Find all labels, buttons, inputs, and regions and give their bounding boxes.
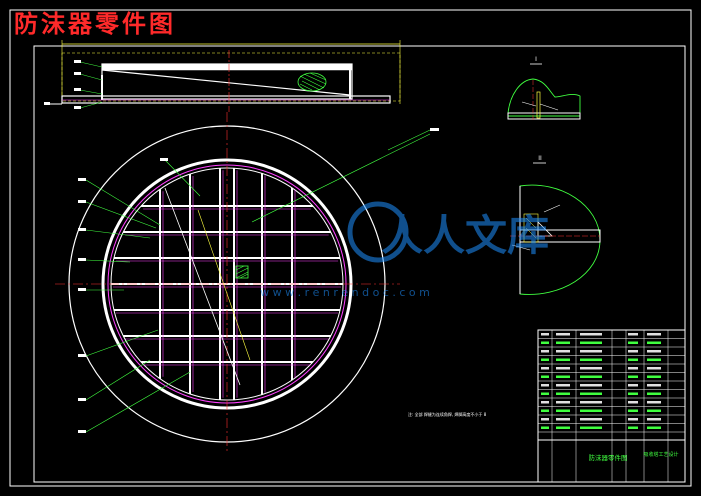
leader-lines [85,129,431,433]
title-block-cell-mark [647,392,661,395]
title-block-cell-mark [580,341,602,344]
title-block-cell-mark [541,350,549,353]
title-block-cell-mark [541,367,549,370]
title-block-cell-mark [556,358,570,361]
title-block-cell-mark [541,392,549,395]
title-block-cell-mark [541,418,549,421]
title-block-cell-mark [628,341,638,344]
title-block-cell-mark [628,384,638,387]
detail-ii-view: II [510,155,601,295]
title-block-cell-mark [580,392,602,395]
drawing-title: 防沫器零件图 [14,10,176,38]
title-block-cell-mark [556,375,570,378]
title-block-cell-mark [647,418,661,421]
title-block-cell-mark [647,375,661,378]
title-block-cell-mark [556,341,570,344]
support-ring-section [61,95,391,104]
title-block-cell-mark [628,426,638,429]
title-block-cell-mark [541,333,549,336]
detail-i-view: I [507,56,581,122]
title-block-cell-mark [647,401,661,404]
title-block-cell-mark [628,333,638,336]
title-block-cell-mark [628,350,638,353]
title-block-cell-mark [556,418,570,421]
title-block-cell-mark [647,409,661,412]
title-block-cell-mark [556,384,570,387]
title-block-cell-mark [541,401,549,404]
title-block-cell-mark [580,367,602,370]
title-block-cell-mark [580,426,602,429]
title-block-cell-mark [580,418,602,421]
watermark: 人人文库 w w w . r e n r e n d o c . c o m [260,201,549,299]
drawing-note: 注: 全部 焊缝为连续角焊, 焊脚高度不小于 8 [408,411,487,417]
title-block-cell-mark [541,426,549,429]
title-block-cell-mark [541,358,549,361]
title-block-cell-mark [628,401,638,404]
title-block-cell-mark [580,333,602,336]
title-block-cell-mark [647,333,661,336]
title-block-cell-mark [556,409,570,412]
title-block-cell-mark [647,367,661,370]
inner-border [33,45,686,483]
title-block-cell-mark [647,358,661,361]
title-block-cell-mark [628,375,638,378]
title-block-cell-mark [647,341,661,344]
title-block-cell-mark [628,392,638,395]
title-block-cell-mark [541,384,549,387]
title-block-cell-mark [580,401,602,404]
title-block-cell-mark [628,358,638,361]
title-block-cell-mark [580,375,602,378]
title-block-cell-mark [647,384,661,387]
title-block-cell-mark [541,341,549,344]
part-number-tags [78,128,439,433]
watermark-logo-text: 人人文库 [381,211,549,260]
title-block-cell-mark [628,367,638,370]
title-block-cell-mark [580,350,602,353]
title-block-cell-mark [647,426,661,429]
title-block-cell-mark [556,350,570,353]
plan-view [55,112,400,452]
title-block-cell-mark [556,367,570,370]
mesh-hatch [297,72,327,92]
elevation-view [44,40,401,112]
title-block-cell-mark [647,350,661,353]
title-block-cell-mark [628,418,638,421]
title-block-cell-mark [556,392,570,395]
title-block-project: 吸收塔工艺设计 [643,451,678,458]
title-block-cell-mark [541,375,549,378]
detail-i-label: I [535,56,537,63]
title-block-cell-mark [580,384,602,387]
detail-ii-label: II [538,155,542,162]
title-block-cell-mark [541,409,549,412]
mesh-sample [235,265,249,279]
title-block-cell-mark [556,401,570,404]
title-block-cell-mark [628,409,638,412]
outer-frame [9,9,692,487]
title-block-cell-mark [556,333,570,336]
title-block-cell-mark [556,426,570,429]
title-block-cell-mark [580,358,602,361]
title-block-drawing-name: 防沫器零件图 [589,453,628,462]
watermark-url: w w w . r e n r e n d o c . c o m [260,286,430,299]
title-block: 防沫器零件图 吸收塔工艺设计 [537,329,686,483]
title-block-cell-mark [580,409,602,412]
